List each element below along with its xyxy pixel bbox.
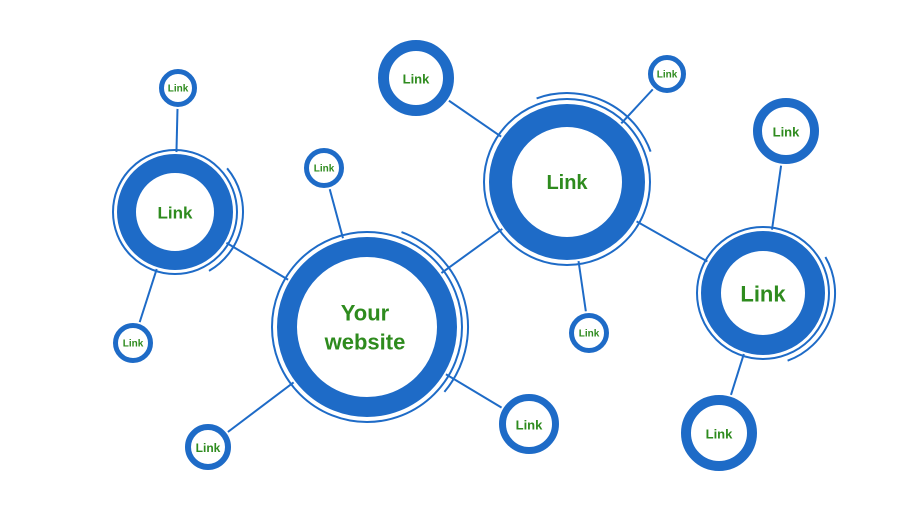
link-label: Link [773,125,800,140]
link-node-b-halo [483,98,651,266]
link-label: Link [196,441,221,455]
website-hub-node: Your website [271,231,469,423]
link-label: Link [706,427,733,442]
website-hub-ring [277,237,457,417]
hub-label-line: website [324,330,406,355]
link-label: Link [314,164,335,175]
link-label: Link [158,204,193,223]
link-node-a[interactable]: Link [112,149,244,275]
link-node-c[interactable]: Link [696,226,837,362]
link-node-h1[interactable]: Link [302,146,346,190]
hub-label-line: Your [341,301,390,326]
link-node-a1-ring [159,69,197,107]
link-node-b[interactable]: Link [483,92,652,266]
link-node-b-halo-arc [536,92,652,152]
link-node-b3[interactable]: Link [567,311,611,355]
connector-lines [132,73,787,448]
link-node-b-ring [489,104,645,260]
link-node-c1[interactable]: Link [751,96,821,166]
link-node-a-halo-arc [208,167,244,272]
link-label: Link [168,84,189,95]
link-label: Link [579,329,600,340]
link-node-a-halo [112,149,238,275]
link-node-h2-ring [185,424,231,470]
link-label: Link [740,282,786,307]
link-node-c-ring [701,231,825,355]
link-node-a1[interactable]: Link [157,67,199,109]
website-hub-halo [271,231,463,423]
link-node-c-halo [696,226,830,360]
link-node-a2-ring [113,323,153,363]
link-label: Link [657,70,678,81]
link-label: Link [403,72,430,87]
link-node-h3[interactable]: Link [497,392,561,456]
link-node-b2-ring [648,55,686,93]
link-node-h2[interactable]: Link [183,422,233,472]
link-node-c1-ring [753,98,819,164]
link-node-h3-ring [499,394,559,454]
link-node-b1-ring [378,40,454,116]
link-label: Link [123,339,144,350]
link-node-a2[interactable]: Link [111,321,155,365]
link-label: Link [546,172,588,194]
website-hub-halo-arc [401,231,469,393]
link-node-h1-ring [304,148,344,188]
link-node-a-ring [117,154,233,270]
link-node-c2[interactable]: Link [679,393,759,473]
link-label: Link [516,418,543,433]
link-node-b3-ring [569,313,609,353]
link-node-b1[interactable]: Link [376,38,456,118]
link-node-c2-ring [681,395,757,471]
link-node-b2[interactable]: Link [646,53,688,95]
link-node-c-halo-arc [787,256,837,362]
